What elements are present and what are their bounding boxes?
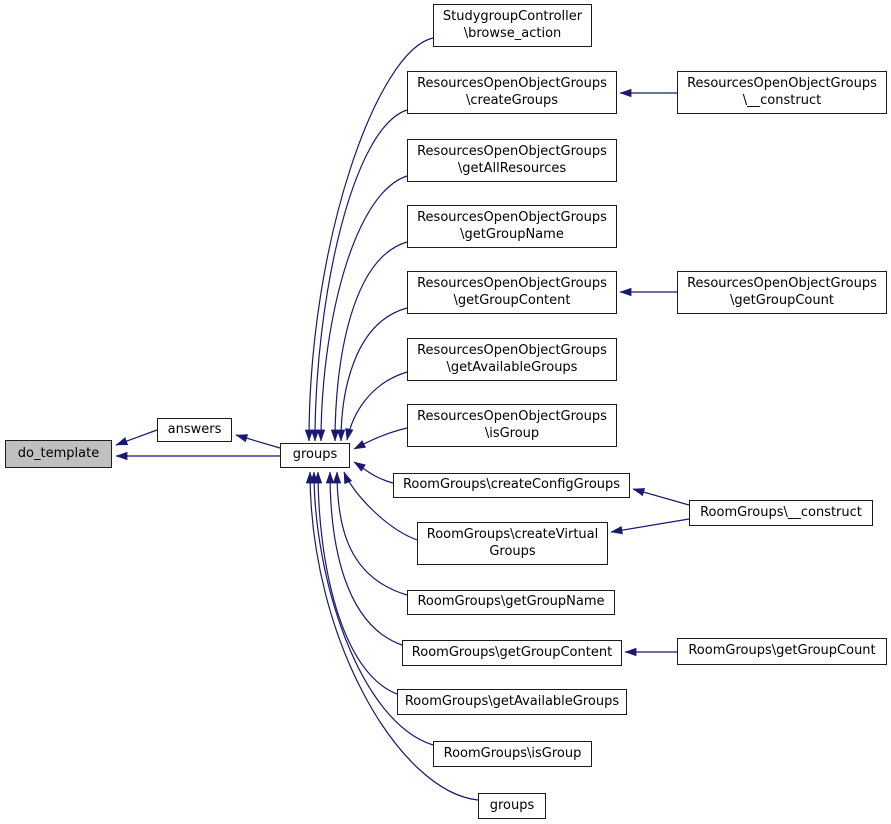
node-label: RoomGroups\isGroup bbox=[443, 745, 582, 761]
node-label: ResourcesOpenObjectGroups \getAvailableG… bbox=[417, 342, 607, 375]
node-label: RoomGroups\__construct bbox=[700, 504, 862, 520]
node-resourcesopenobjectgroups-getgroupcontent[interactable]: ResourcesOpenObjectGroups \getGroupConte… bbox=[407, 271, 617, 314]
node-do-template: do_template bbox=[5, 440, 112, 468]
node-label: RoomGroups\getGroupContent bbox=[411, 644, 613, 660]
node-studygroupcontroller-browse-action[interactable]: StudygroupController \browse_action bbox=[433, 4, 592, 47]
node-groups[interactable]: groups bbox=[280, 443, 350, 468]
node-roomgroups-construct[interactable]: RoomGroups\__construct bbox=[689, 500, 873, 526]
node-resourcesopenobjectgroups-getavailablegroups[interactable]: ResourcesOpenObjectGroups \getAvailableG… bbox=[407, 338, 617, 381]
node-label: ResourcesOpenObjectGroups \__construct bbox=[687, 75, 877, 108]
node-resourcesopenobjectgroups-getgroupcount[interactable]: ResourcesOpenObjectGroups \getGroupCount bbox=[677, 271, 887, 314]
node-groups-template[interactable]: groups bbox=[478, 793, 546, 819]
node-label: ResourcesOpenObjectGroups \getGroupName bbox=[417, 209, 607, 242]
node-resourcesopenobjectgroups-creategroups[interactable]: ResourcesOpenObjectGroups \createGroups bbox=[407, 71, 617, 114]
node-resourcesopenobjectgroups-getallresources[interactable]: ResourcesOpenObjectGroups \getAllResourc… bbox=[407, 139, 617, 182]
node-label: ResourcesOpenObjectGroups \getGroupCount bbox=[687, 275, 877, 308]
node-roomgroups-createconfiggroups[interactable]: RoomGroups\createConfigGroups bbox=[393, 473, 630, 498]
node-label: ResourcesOpenObjectGroups \getAllResourc… bbox=[417, 143, 607, 176]
node-label: do_template bbox=[17, 445, 100, 461]
node-label: answers bbox=[167, 421, 222, 437]
node-roomgroups-getgroupname[interactable]: RoomGroups\getGroupName bbox=[407, 590, 615, 615]
node-resourcesopenobjectgroups-getgroupname[interactable]: ResourcesOpenObjectGroups \getGroupName bbox=[407, 205, 617, 248]
node-label: RoomGroups\getAvailableGroups bbox=[404, 693, 620, 709]
node-label: RoomGroups\createVirtual Groups bbox=[426, 526, 599, 559]
node-roomgroups-getgroupcount[interactable]: RoomGroups\getGroupCount bbox=[677, 638, 887, 665]
node-label: RoomGroups\getGroupCount bbox=[688, 643, 876, 659]
node-roomgroups-getgroupcontent[interactable]: RoomGroups\getGroupContent bbox=[402, 640, 622, 666]
node-roomgroups-isgroup[interactable]: RoomGroups\isGroup bbox=[433, 741, 592, 767]
node-label: ResourcesOpenObjectGroups \isGroup bbox=[417, 408, 607, 441]
node-roomgroups-createvirtualgroups[interactable]: RoomGroups\createVirtual Groups bbox=[417, 522, 608, 565]
node-resourcesopenobjectgroups-isgroup[interactable]: ResourcesOpenObjectGroups \isGroup bbox=[407, 404, 617, 447]
node-label: groups bbox=[489, 797, 535, 813]
node-roomgroups-getavailablegroups[interactable]: RoomGroups\getAvailableGroups bbox=[397, 689, 627, 715]
node-label: ResourcesOpenObjectGroups \getGroupConte… bbox=[417, 275, 607, 308]
node-label: groups bbox=[292, 447, 338, 463]
node-label: StudygroupController \browse_action bbox=[442, 8, 583, 41]
node-label: RoomGroups\createConfigGroups bbox=[402, 477, 621, 493]
node-answers[interactable]: answers bbox=[157, 418, 232, 442]
node-label: RoomGroups\getGroupName bbox=[417, 594, 605, 610]
node-label: ResourcesOpenObjectGroups \createGroups bbox=[417, 75, 607, 108]
node-resourcesopenobjectgroups-construct[interactable]: ResourcesOpenObjectGroups \__construct bbox=[677, 71, 887, 114]
